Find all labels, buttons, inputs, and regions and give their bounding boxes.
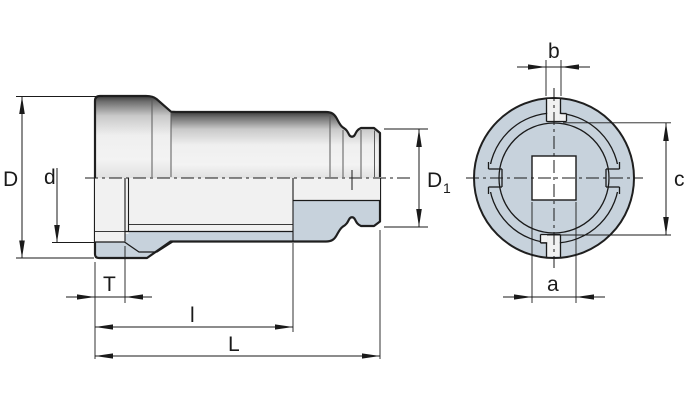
- dim-label-D1-sub: 1: [443, 180, 451, 196]
- dimension-c: c: [547, 122, 685, 236]
- arrow-down: [54, 225, 60, 243]
- arrow-right: [77, 294, 95, 300]
- dimension-b: b: [517, 40, 590, 96]
- surface-edge-lines: [151, 99, 375, 177]
- arrow-right: [275, 324, 293, 330]
- socket-head-surface: [95, 96, 171, 178]
- dimension-L: L: [95, 230, 381, 359]
- dim-label-D: D: [3, 168, 18, 191]
- dimension-D1: D 1: [384, 128, 451, 228]
- square-hole-area: [293, 178, 380, 201]
- arrow-up: [663, 122, 669, 141]
- arrow-left: [95, 324, 113, 330]
- side-view: D d T l: [3, 94, 451, 359]
- bore-opening-area: [95, 178, 125, 242]
- arrow-down: [19, 240, 25, 258]
- top-slot: [545, 98, 568, 123]
- dimension-T: T: [66, 246, 152, 359]
- arrow-left: [561, 64, 579, 70]
- dim-label-l: l: [190, 304, 195, 327]
- arrow-right: [514, 294, 532, 300]
- arrow-down: [663, 217, 669, 235]
- socket-upper-outline: [93, 94, 382, 178]
- dim-label-D1-base: D: [427, 169, 442, 192]
- dim-label-T: T: [103, 273, 116, 296]
- arrow-right: [362, 353, 380, 359]
- notch-gap-cover-left: [485, 164, 493, 192]
- dim-label-a: a: [547, 273, 559, 296]
- left-notch: [487, 162, 503, 194]
- dim-label-L: L: [228, 333, 240, 356]
- arrow-left: [95, 353, 113, 359]
- socket-body-surface: [171, 112, 380, 178]
- arrow-left: [576, 294, 594, 300]
- socket-lower-outline: [93, 178, 382, 260]
- dim-label-b: b: [548, 40, 560, 63]
- dim-label-c: c: [674, 168, 685, 191]
- end-view: b c a: [466, 40, 685, 303]
- arrow-left: [125, 294, 143, 300]
- dimension-d: d: [44, 166, 94, 243]
- arrow-down: [416, 209, 422, 227]
- bottom-slot: [539, 233, 562, 258]
- dimension-D: D: [3, 96, 103, 259]
- arrow-right: [528, 64, 546, 70]
- arrow-up: [19, 96, 25, 114]
- dimension-a: a: [503, 202, 605, 303]
- dimension-l: l: [95, 243, 294, 332]
- bore-step-area: [124, 178, 129, 234]
- arrow-up: [416, 129, 422, 147]
- dim-label-d: d: [44, 166, 56, 189]
- bore-cavity-area: [128, 178, 293, 232]
- section-internal-lines: [95, 178, 380, 253]
